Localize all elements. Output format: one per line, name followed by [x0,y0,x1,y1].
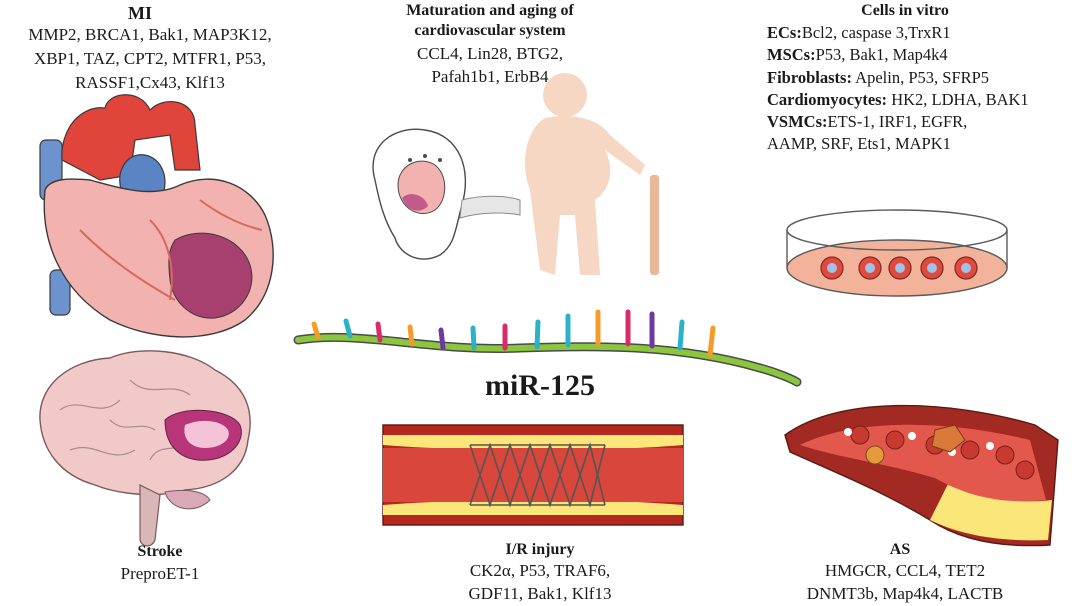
ir-gene-line-2: GDF11, Bak1, Klf13 [468,584,612,603]
heart-icon [39,94,274,338]
cells-row-vsmcs: VSMCs:ETS-1, IRF1, EGFR, [767,111,1029,133]
ir-gene-line-1: CK2α, P53, TRAF6, [469,561,611,580]
elder-figure-icon [525,73,659,275]
cells-row-label: VSMCs: [767,112,828,132]
petri-dish-icon [786,209,1008,297]
cells-row-text: Apelin, P53, SFRP5 [851,67,990,87]
maturation-title-line-1: Maturation and aging of [406,2,574,19]
mi-gene-line-3: RASSF1,Cx43, Klf13 [75,73,225,92]
maturation-title-line-2: cardiovascular system [414,22,566,39]
cells-row-mscs: MSCs:P53, Bak1, Map4k4 [767,44,1029,66]
maturation-gene-line-1: CCL4, Lin28, BTG2, [417,44,563,63]
maturation-gene-line-2: Pafah1b1, ErbB4 [431,67,549,86]
atherosclerosis-vessel-icon [784,404,1059,547]
mirna-strand-icon [293,309,802,387]
cells-list: ECs:Bcl2, caspase 3,TrxR1 MSCs:P53, Bak1… [767,22,1029,156]
stroke-title: Stroke [137,543,183,560]
cells-row-label: Fibroblasts: [767,67,852,87]
cells-row-text: ETS-1, IRF1, EGFR, [827,112,968,132]
cells-row-text: HK2, LDHA, BAK1 [887,89,1029,109]
cells-row-label: MSCs: [767,45,816,65]
as-title: AS [889,541,911,558]
brain-icon [39,350,251,547]
mir125-title: miR-125 [485,369,595,402]
cells-title: Cells in vitro [861,2,949,19]
cells-row-label: ECs: [767,23,802,42]
cells-row-text: P53, Bak1, Map4k4 [815,45,948,65]
cells-row-ecs: ECs:Bcl2, caspase 3,TrxR1 [767,22,1029,44]
cells-row-cardiomyocytes: Cardiomyocytes: HK2, LDHA, BAK1 [767,89,1029,111]
mi-gene-line-1: MMP2, BRCA1, Bak1, MAP3K12, [28,25,272,44]
cells-row-vsmcs-cont: AAMP, SRF, Ets1, MAPK1 [767,133,1029,155]
as-gene-line-1: HMGCR, CCL4, TET2 [824,561,986,580]
cells-row-text: Bcl2, caspase 3,TrxR1 [801,23,951,42]
mi-gene-line-2: XBP1, TAZ, CPT2, MTFR1, P53, [33,49,267,68]
ir-title: I/R injury [505,541,575,558]
cells-row-text: AAMP, SRF, Ets1, MAPK1 [767,134,951,154]
embryo-icon [372,128,521,260]
cells-row-fibroblasts: Fibroblasts: Apelin, P53, SFRP5 [767,67,1029,89]
stented-artery-icon [382,424,684,526]
as-gene-line-2: DNMT3b, Map4k4, LACTB [806,584,1004,603]
stroke-gene-line-1: PreproET-1 [120,564,200,583]
mi-title: MI [128,3,152,23]
cells-row-label: Cardiomyocytes: [767,89,888,109]
